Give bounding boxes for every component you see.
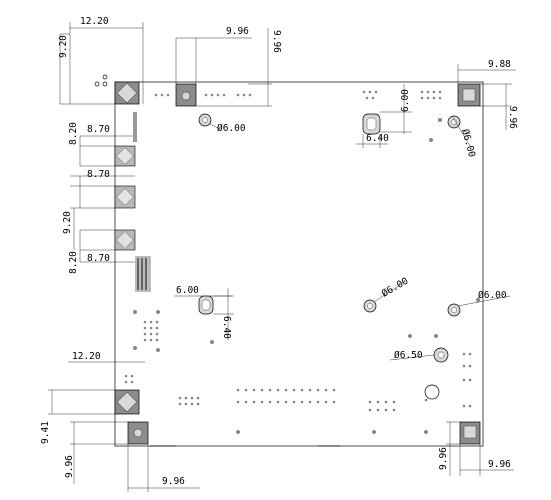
dim-upper-hole: Ø6.00: [217, 123, 246, 134]
dim-mid-hole-2: Ø6.00: [478, 290, 507, 301]
dim-left-connector-2-height: 9.20: [62, 211, 73, 234]
dim-top-left-height: 9.20: [58, 35, 69, 58]
top-center-pad: [175, 83, 197, 107]
dim-mid-hole-1: Ø6.00: [380, 276, 411, 300]
mid-left-slot: [198, 295, 214, 315]
component-dots: [124, 90, 480, 434]
upper-hole: [198, 113, 212, 127]
dim-lower-hole: Ø6.50: [394, 350, 423, 361]
bottom-right-pad: [459, 421, 481, 445]
dim-bottom-left-width: 12.20: [72, 351, 101, 362]
mid-hole-1: [363, 299, 377, 313]
dim-top-pad-width: 9.96: [226, 26, 249, 37]
top-right-pad: [457, 83, 481, 107]
board-outline: [114, 81, 484, 447]
left-edge-components: [133, 112, 151, 292]
left-connector-1: [114, 145, 136, 167]
dim-right-top-hole: Ø6.00: [459, 128, 477, 159]
dim-top-left-width: 12.20: [80, 16, 109, 27]
dim-mid-left-slot-height: 6.40: [221, 316, 232, 339]
bottom-left-connector: [114, 389, 140, 415]
upper-slot: [362, 113, 381, 135]
dim-top-right-width: 9.88: [488, 59, 511, 70]
mid-hole-2: [447, 303, 461, 317]
dim-left-connector-2: 8.70: [87, 169, 110, 180]
dim-left-connector-1-height: 8.20: [68, 122, 79, 145]
right-top-hole: [447, 115, 461, 129]
dim-top-pad-height: 9.96: [271, 30, 282, 53]
dim-bottom-right-pad-width: 9.96: [488, 459, 511, 470]
dim-bottom-left-height: 9.41: [40, 421, 51, 444]
dim-bottom-left-pad-height: 9.96: [64, 455, 75, 478]
dim-top-right-height: 9.96: [507, 106, 518, 129]
lower-hole: [433, 347, 449, 363]
dim-upper-slot-width: 6.40: [366, 133, 389, 144]
left-connector-2: [114, 185, 136, 209]
dim-left-connector-3: 8.70: [87, 253, 110, 264]
dim-upper-slot-height: 6.00: [400, 89, 411, 112]
dim-left-connector-1: 8.70: [87, 124, 110, 135]
dim-mid-left-slot-width: 6.00: [176, 285, 199, 296]
dim-bottom-right-pad-height: 9.96: [438, 447, 449, 470]
dim-left-connector-3-height: 8.20: [68, 251, 79, 274]
top-left-pad: [114, 81, 140, 105]
battery-outline: [424, 384, 440, 400]
dim-bottom-left-pad-width: 9.96: [162, 476, 185, 487]
left-connector-3: [114, 229, 136, 251]
bottom-left-pad: [127, 421, 149, 445]
